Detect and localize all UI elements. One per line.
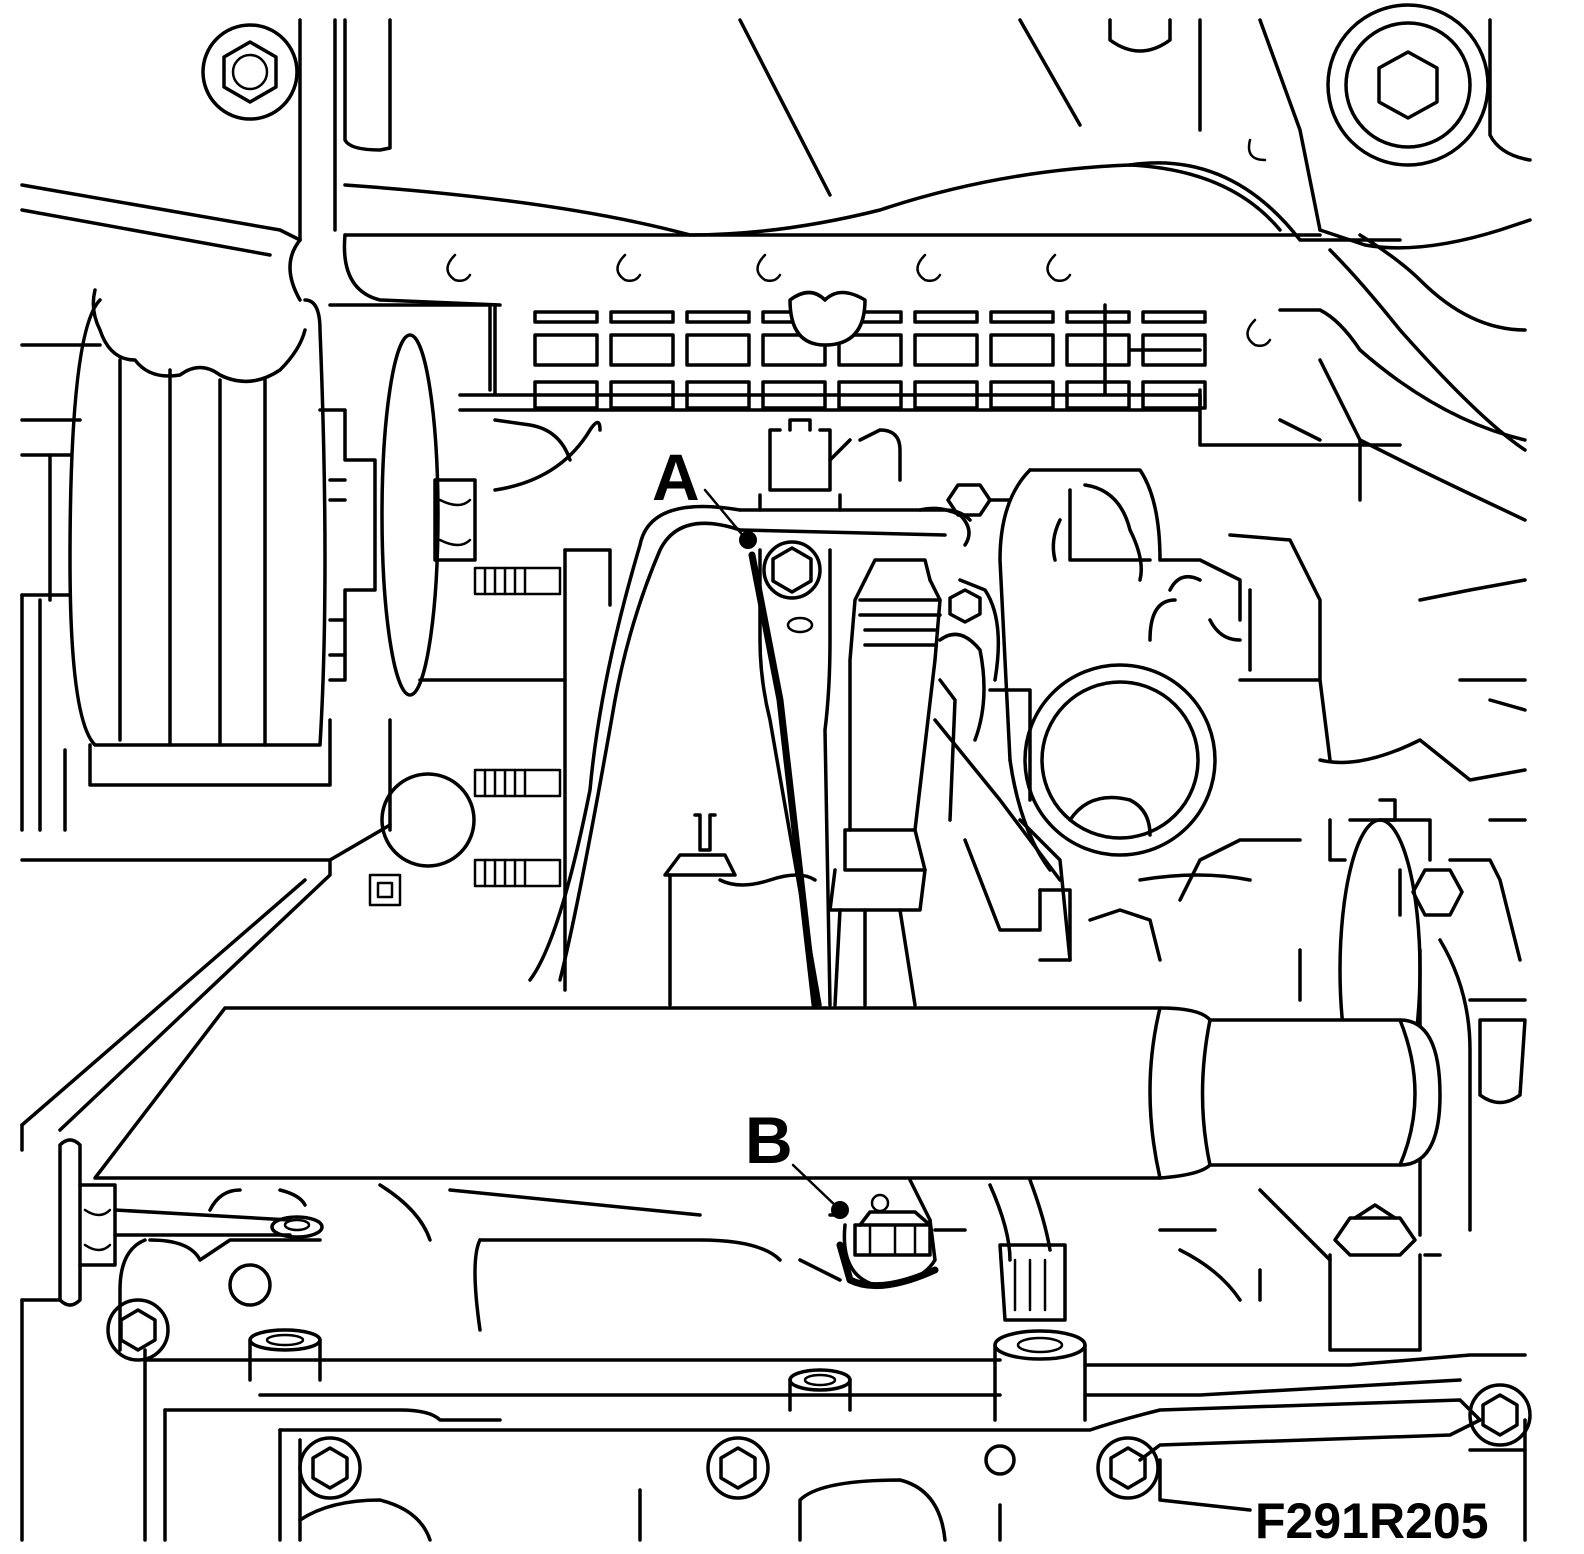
hex-bolt-top-left <box>201 23 299 121</box>
center-hose-assembly <box>20 418 986 1152</box>
callout-b: B <box>745 1103 849 1219</box>
grid-cell <box>913 310 979 324</box>
grid-cell <box>609 310 675 324</box>
grid-cell <box>837 333 903 367</box>
grid-cell <box>1065 333 1131 367</box>
callout-label-b: B <box>745 1103 793 1177</box>
callout-a: A <box>652 440 757 549</box>
grid-cell <box>913 333 979 367</box>
pan-drain-boss <box>788 290 867 347</box>
upper-housing <box>201 3 1532 348</box>
grid-cell <box>685 333 751 367</box>
grid-cell <box>685 310 751 324</box>
grid-cell <box>533 310 599 324</box>
grid-cell <box>1141 310 1207 324</box>
lower-housing <box>20 1138 1532 1542</box>
figure-code: F291R205 <box>1255 1493 1489 1549</box>
oil-pan-grid <box>458 290 1207 412</box>
callout-label-a: A <box>652 440 700 514</box>
grid-cell <box>609 333 675 367</box>
drain-bolt-b <box>836 1178 939 1290</box>
grid-cell <box>533 333 599 367</box>
hex-bolt-bottom-right <box>1468 1383 1532 1447</box>
left-bracket-and-pulley <box>20 183 492 832</box>
hex-bolt-bottom-2 <box>706 1436 770 1500</box>
grid-cell <box>989 310 1055 324</box>
hex-bolt-bottom-3 <box>1096 1436 1160 1500</box>
grid-cell <box>761 333 827 367</box>
hex-bolt-bottom-1 <box>298 1436 362 1500</box>
hex-bolt-top-right <box>1326 3 1490 167</box>
cross-tube <box>93 1006 1442 1180</box>
hex-bolt-bottom-left <box>106 1298 170 1362</box>
grid-cell <box>989 333 1055 367</box>
grid-cell <box>1065 310 1131 324</box>
